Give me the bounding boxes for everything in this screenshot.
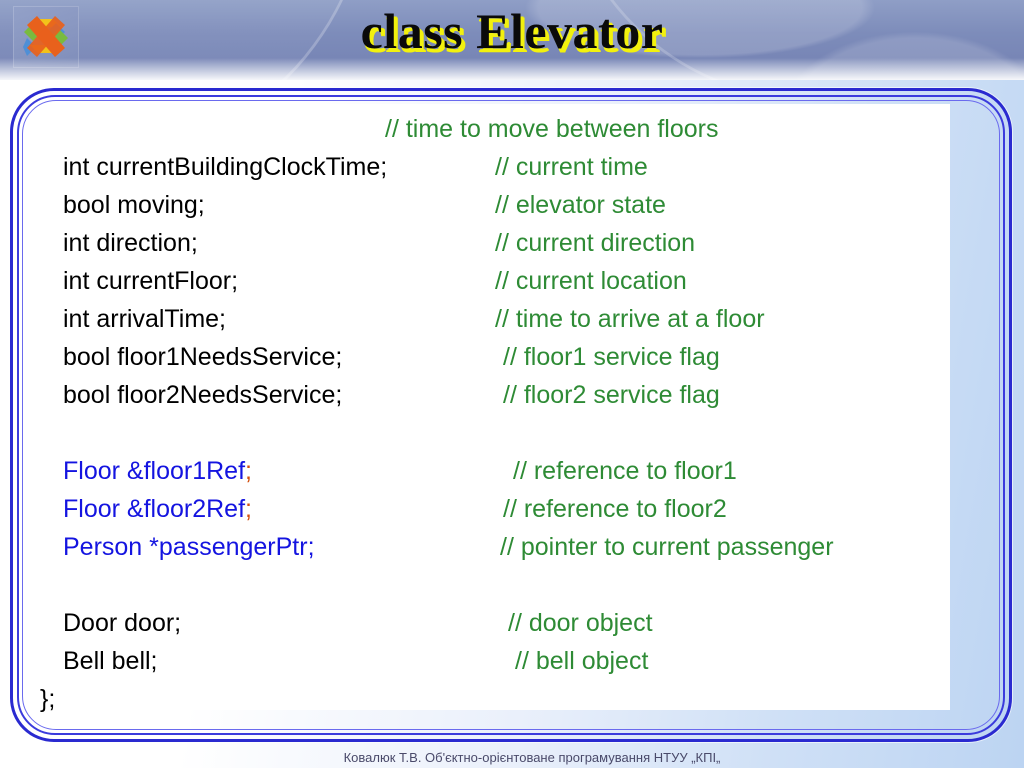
code-declaration: int arrivalTime; — [63, 305, 226, 333]
code-declaration: int direction; — [63, 229, 198, 257]
code-line: Bell bell; // bell object — [45, 642, 950, 680]
code-comment: // reference to floor2 — [503, 495, 727, 523]
code-listing: // time to move between floors int curren… — [40, 104, 950, 713]
code-line: bool floor2NeedsService; // floor2 servic… — [45, 376, 950, 414]
code-line: }; — [40, 680, 950, 718]
code-line: int arrivalTime; // time to arrive at a f… — [45, 300, 950, 338]
code-comment: // floor2 service flag — [503, 381, 720, 409]
code-declaration: Floor &floor2Ref; — [63, 490, 252, 528]
code-declaration: bool floor1NeedsService; — [63, 343, 343, 371]
code-declaration-text: Floor &floor1Ref — [63, 457, 246, 485]
code-comment: // current direction — [495, 229, 696, 257]
footer-text: Ковалюк Т.В. Об'єктно-орієнтоване програ… — [343, 750, 721, 765]
footer: Ковалюк Т.В. Об'єктно-орієнтоване програ… — [0, 750, 1024, 765]
code-comment: // elevator state — [495, 191, 666, 219]
code-semicolon: ; — [245, 495, 252, 523]
code-declaration: Person *passengerPtr; — [63, 533, 315, 561]
code-line — [45, 414, 950, 452]
code-declaration: Door door; — [63, 609, 182, 637]
content-sheet — [45, 104, 950, 710]
code-comment: // time to move between floors — [385, 115, 719, 143]
ribbon-logo-icon — [13, 6, 79, 68]
code-declaration: bool floor2NeedsService; — [63, 381, 343, 409]
slide-header: class Elevator — [0, 0, 1024, 80]
code-line: int currentBuildingClockTime; // current … — [45, 148, 950, 186]
code-comment: // pointer to current passenger — [500, 533, 834, 561]
code-semicolon: ; — [245, 457, 252, 485]
code-comment: // floor1 service flag — [503, 343, 720, 371]
code-comment: // current location — [495, 267, 687, 295]
code-declaration: bool moving; — [63, 191, 205, 219]
code-line: // time to move between floors — [45, 110, 950, 148]
code-line: int currentFloor; // current location — [45, 262, 950, 300]
code-declaration: int currentFloor; — [63, 267, 239, 295]
code-comment: // reference to floor1 — [513, 457, 737, 485]
code-close-brace: }; — [40, 685, 56, 713]
code-line — [45, 566, 950, 604]
code-comment: // current time — [495, 153, 648, 181]
page-title: class Elevator — [360, 3, 664, 59]
code-declaration: Bell bell; — [63, 647, 158, 675]
code-declaration-text: Floor &floor2Ref — [63, 495, 246, 523]
code-line: Floor &floor2Ref; // reference to floor2 — [45, 490, 950, 528]
code-line: bool moving; // elevator state — [45, 186, 950, 224]
header-bottom-fade — [0, 58, 1024, 80]
code-line: int direction; // current direction — [45, 224, 950, 262]
code-line: bool floor1NeedsService; // floor1 servic… — [45, 338, 950, 376]
code-declaration: int currentBuildingClockTime; — [63, 153, 388, 181]
code-line: Floor &floor1Ref; // reference to floor1 — [45, 452, 950, 490]
code-line: Person *passengerPtr; // pointer to curre… — [45, 528, 950, 566]
code-line: Door door; // door object — [45, 604, 950, 642]
code-declaration: Floor &floor1Ref; — [63, 452, 252, 490]
code-comment: // time to arrive at a floor — [495, 305, 765, 333]
code-comment: // bell object — [515, 647, 649, 675]
code-comment: // door object — [508, 609, 653, 637]
